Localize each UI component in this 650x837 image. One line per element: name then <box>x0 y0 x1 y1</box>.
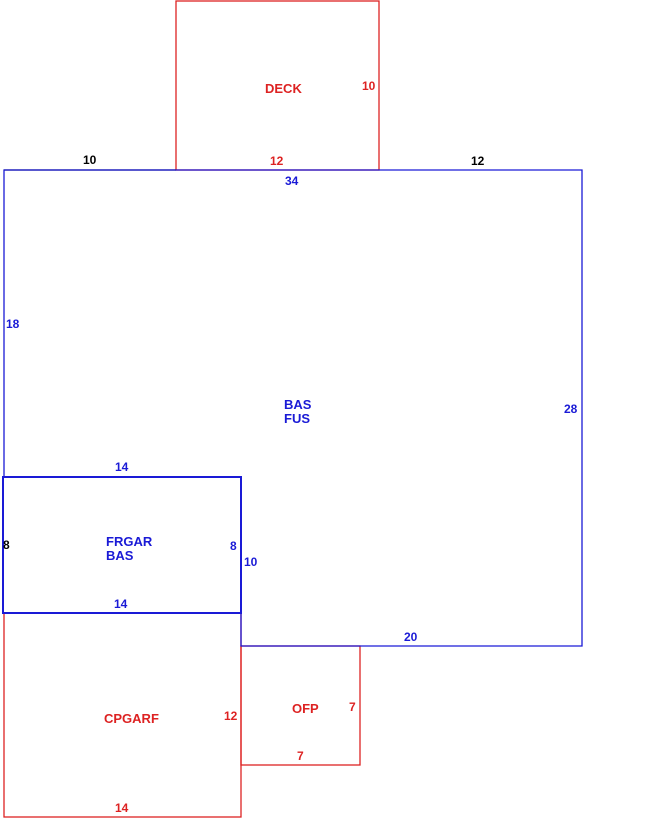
ofp-label: OFP <box>292 701 319 716</box>
bas-label: BAS <box>284 397 312 412</box>
frgar-bas-label: BAS <box>106 548 134 563</box>
dim-deck-top-left: 10 <box>83 153 97 167</box>
dim-bas-left: 18 <box>6 317 20 331</box>
dim-frgar-bottom: 14 <box>114 597 128 611</box>
dim-deck-bottom: 12 <box>270 154 284 168</box>
dim-cpgarf-bottom: 14 <box>115 801 129 815</box>
frgar-label: FRGAR <box>106 534 153 549</box>
dim-bas-notch: 10 <box>244 555 258 569</box>
dim-bas-bottom: 20 <box>404 630 418 644</box>
dim-ofp-bottom: 7 <box>297 749 304 763</box>
dim-frgar-right: 8 <box>230 539 237 553</box>
dim-bas-right: 28 <box>564 402 578 416</box>
dim-bas-top: 34 <box>285 174 299 188</box>
dim-frgar-top: 14 <box>115 460 129 474</box>
dim-ofp-right: 7 <box>349 700 356 714</box>
frgar-outline <box>2 476 242 614</box>
dim-top-right-run: 12 <box>471 154 485 168</box>
dim-cpgarf-right: 12 <box>224 709 238 723</box>
bas-outline <box>3 169 583 647</box>
dim-frgar-left: 8 <box>3 538 10 552</box>
deck-label: DECK <box>265 81 302 96</box>
fus-label: FUS <box>284 411 310 426</box>
dim-deck-right: 10 <box>362 79 376 93</box>
cpgarf-label: CPGARF <box>104 711 159 726</box>
